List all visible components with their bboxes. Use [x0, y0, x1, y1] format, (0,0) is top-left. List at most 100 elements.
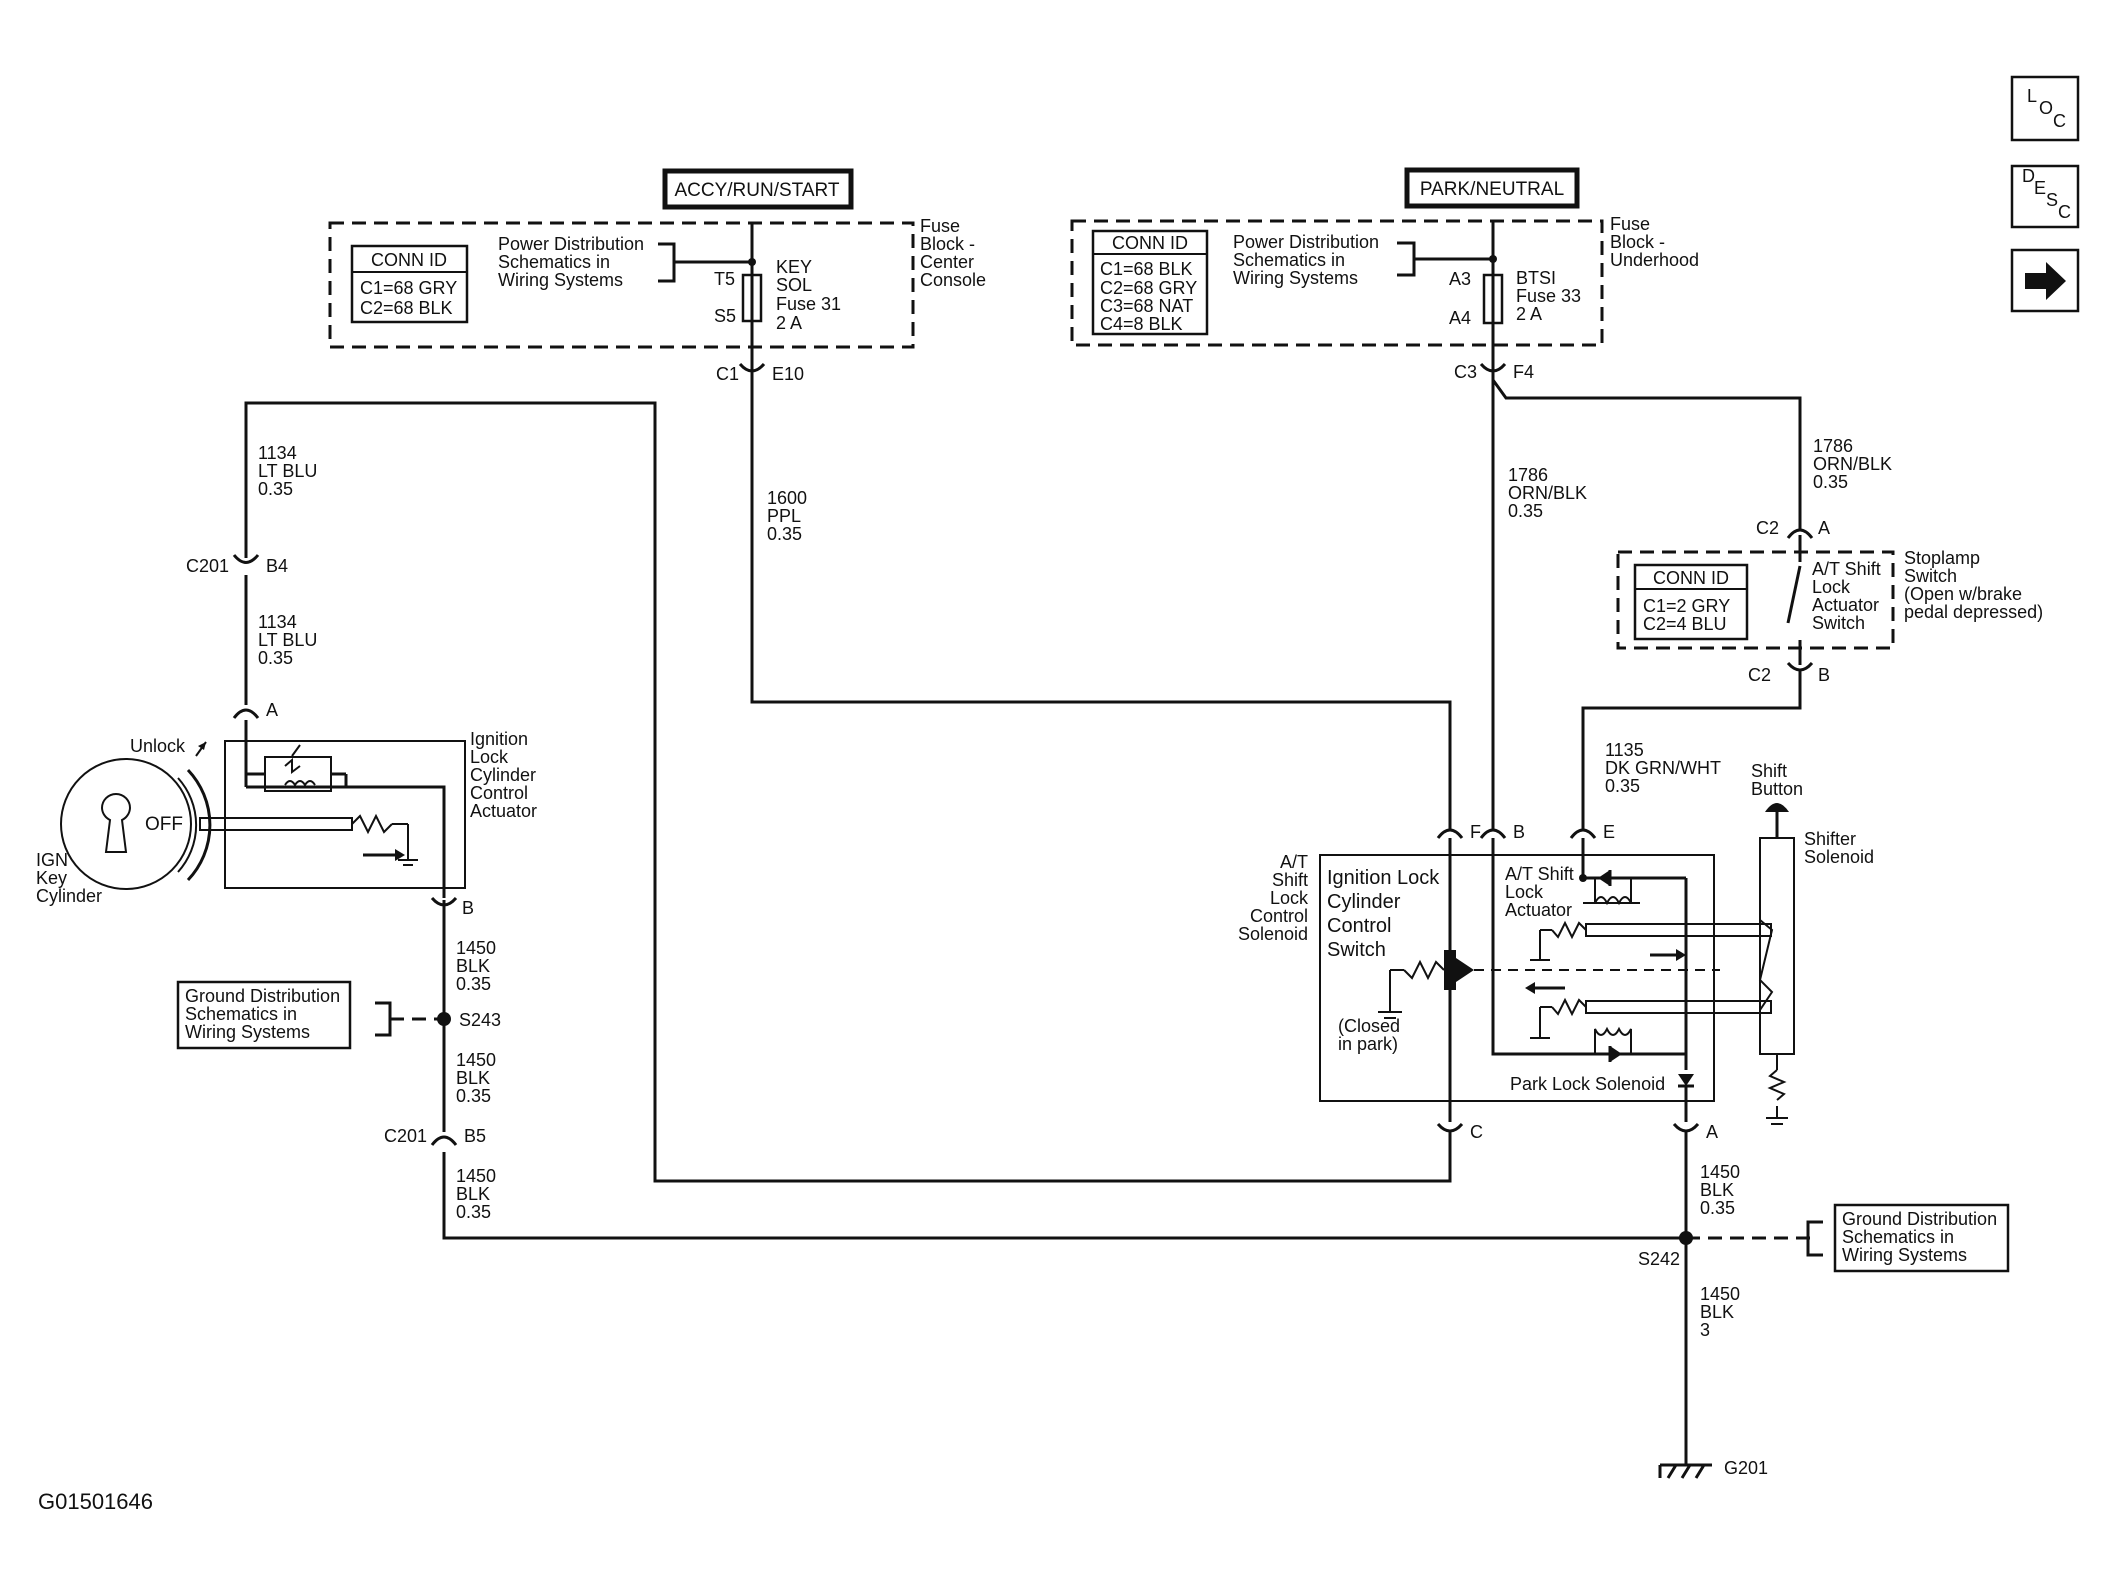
wire-label-1134-bot: 1134 LT BLU 0.35: [258, 612, 317, 668]
svg-text:BLK: BLK: [1700, 1180, 1734, 1200]
svg-text:A/T Shift: A/T Shift: [1505, 864, 1574, 884]
svg-text:1450: 1450: [1700, 1162, 1740, 1182]
svg-text:G201: G201: [1724, 1458, 1768, 1478]
wire-label-1450-b: 1450 BLK 0.35: [456, 1050, 496, 1106]
svg-text:F4: F4: [1513, 362, 1534, 382]
svg-text:0.35: 0.35: [1605, 776, 1640, 796]
ground-g201: G201: [1658, 1458, 1768, 1479]
svg-text:0.35: 0.35: [258, 648, 293, 668]
next-page-button[interactable]: [2010, 248, 2080, 313]
fuse-block-center-console: CONN ID C1=68 GRY C2=68 BLK Power Distri…: [328, 216, 986, 384]
svg-text:A3: A3: [1449, 269, 1471, 289]
svg-text:B: B: [1818, 665, 1830, 685]
wire-paths: [244, 372, 1802, 1465]
svg-text:BLK: BLK: [456, 956, 490, 976]
key-lock-icon: [100, 793, 132, 853]
svg-text:0.35: 0.35: [767, 524, 802, 544]
svg-text:CONN ID: CONN ID: [1112, 233, 1188, 253]
svg-text:A/T Shift: A/T Shift: [1812, 559, 1881, 579]
svg-text:pedal depressed): pedal depressed): [1904, 602, 2043, 622]
svg-text:2 A: 2 A: [776, 313, 802, 333]
svg-text:0.35: 0.35: [456, 1202, 491, 1222]
svg-text:L: L: [2027, 86, 2037, 106]
svg-text:2 A: 2 A: [1516, 304, 1542, 324]
svg-text:0.35: 0.35: [1813, 472, 1848, 492]
right-arrow-icon: [2025, 262, 2066, 300]
svg-text:1134: 1134: [258, 612, 297, 632]
svg-text:C2=68 BLK: C2=68 BLK: [360, 298, 453, 318]
svg-text:Fuse: Fuse: [1610, 214, 1650, 234]
svg-text:T5: T5: [714, 269, 735, 289]
svg-text:Block -: Block -: [1610, 232, 1665, 252]
svg-text:(Closed: (Closed: [1338, 1016, 1400, 1036]
svg-text:B4: B4: [266, 556, 288, 576]
svg-text:IGN: IGN: [36, 850, 68, 870]
svg-text:B: B: [462, 898, 474, 918]
ground-distribution-left: Ground Distribution Schematics in Wiring…: [176, 980, 444, 1050]
svg-text:C: C: [2053, 111, 2066, 131]
svg-text:in park): in park): [1338, 1034, 1398, 1054]
svg-text:Lock: Lock: [470, 747, 509, 767]
svg-text:0.35: 0.35: [456, 974, 491, 994]
svg-text:1600: 1600: [767, 488, 807, 508]
splice-s243: S243: [437, 1010, 501, 1030]
svg-text:D: D: [2022, 166, 2035, 186]
connector-c2-b: C2 B: [1748, 661, 1830, 685]
ground-distribution-right: Ground Distribution Schematics in Wiring…: [1686, 1203, 2010, 1273]
wire-label-1450-d: 1450 BLK 0.35: [1700, 1162, 1740, 1218]
svg-text:Unlock: Unlock: [130, 736, 186, 756]
svg-text:C3=68 NAT: C3=68 NAT: [1100, 296, 1193, 316]
svg-text:SOL: SOL: [776, 275, 812, 295]
svg-text:BLK: BLK: [456, 1184, 490, 1204]
shift-button-icon: [1765, 803, 1789, 812]
svg-text:O: O: [2039, 98, 2053, 118]
wire-label-1786-mid: 1786 ORN/BLK 0.35: [1508, 465, 1587, 521]
svg-text:Lock: Lock: [1270, 888, 1309, 908]
svg-text:Power Distribution: Power Distribution: [498, 234, 644, 254]
svg-text:1450: 1450: [456, 1050, 496, 1070]
svg-text:B: B: [1513, 822, 1525, 842]
svg-text:C1=68 GRY: C1=68 GRY: [360, 278, 457, 298]
svg-text:C2: C2: [1756, 518, 1779, 538]
at-shift-lock-control-solenoid: A/T Shift Lock Control Solenoid Ignition…: [1238, 838, 1772, 1122]
svg-text:Switch: Switch: [1327, 939, 1386, 961]
svg-text:ORN/BLK: ORN/BLK: [1813, 454, 1892, 474]
svg-text:Schematics in: Schematics in: [1233, 250, 1345, 270]
svg-text:E: E: [2034, 178, 2046, 198]
wire-label-1786-right: 1786 ORN/BLK 0.35: [1813, 436, 1892, 492]
header-accy-run-start: ACCY/RUN/START: [662, 168, 854, 210]
svg-text:Park Lock Solenoid: Park Lock Solenoid: [1510, 1074, 1665, 1094]
svg-text:E10: E10: [772, 364, 804, 384]
svg-text:0.35: 0.35: [1508, 501, 1543, 521]
svg-text:1450: 1450: [1700, 1284, 1740, 1304]
svg-text:S: S: [2046, 190, 2058, 210]
svg-text:Lock: Lock: [1812, 577, 1851, 597]
svg-text:CONN ID: CONN ID: [1653, 568, 1729, 588]
svg-text:(Open w/brake: (Open w/brake: [1904, 584, 2022, 604]
svg-text:ACCY/RUN/START: ACCY/RUN/START: [674, 180, 839, 201]
svg-text:Solenoid: Solenoid: [1238, 924, 1308, 944]
svg-text:C3: C3: [1454, 362, 1477, 382]
svg-text:BTSI: BTSI: [1516, 268, 1556, 288]
connector-pin-a-left: A: [232, 700, 278, 720]
svg-text:Switch: Switch: [1812, 613, 1865, 633]
loc-button[interactable]: L O C: [2010, 75, 2080, 142]
svg-text:Ground Distribution: Ground Distribution: [185, 986, 340, 1006]
svg-text:ORN/BLK: ORN/BLK: [1508, 483, 1587, 503]
connector-pin-e: E: [1569, 822, 1615, 842]
svg-text:S242: S242: [1638, 1249, 1680, 1269]
svg-text:Cylinder: Cylinder: [1327, 891, 1401, 913]
svg-text:Shifter: Shifter: [1804, 829, 1856, 849]
svg-text:BLK: BLK: [1700, 1302, 1734, 1322]
connector-c201-b4: C201 B4: [186, 554, 288, 576]
svg-text:Control: Control: [1327, 915, 1391, 937]
connector-pin-b-mid: B: [1479, 822, 1525, 842]
header-park-neutral: PARK/NEUTRAL: [1404, 167, 1580, 209]
fuse-block-underhood: CONN ID C1=68 BLK C2=68 GRY C3=68 NAT C4…: [1070, 214, 1699, 382]
desc-button[interactable]: D E S C: [2010, 164, 2080, 229]
svg-text:Fuse: Fuse: [920, 216, 960, 236]
svg-text:Schematics in: Schematics in: [498, 252, 610, 272]
svg-text:BLK: BLK: [456, 1068, 490, 1088]
svg-text:C1: C1: [716, 364, 739, 384]
